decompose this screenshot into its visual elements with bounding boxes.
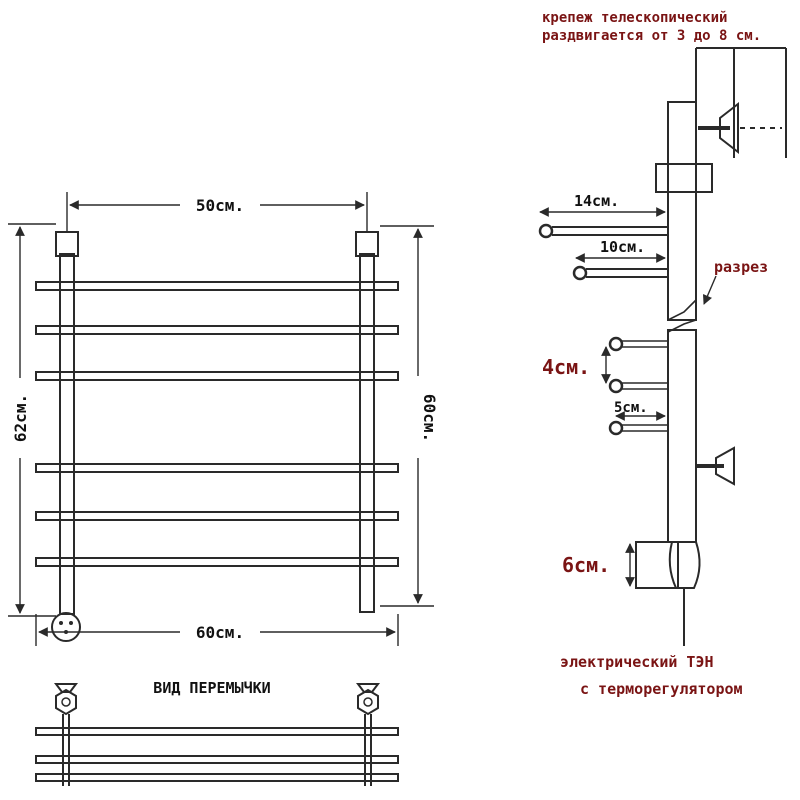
bottom-wall-mount-icon — [696, 446, 735, 486]
heater-label-line1: электрический ТЭН — [560, 653, 714, 671]
towel-arm-14 — [538, 223, 668, 239]
jumper-view: ВИД ПЕРЕМЫЧКИ — [35, 679, 399, 786]
wall-section — [695, 47, 787, 158]
jumper-view-title: ВИД ПЕРЕМЫЧКИ — [153, 679, 270, 697]
height-right-label: 60см. — [420, 394, 439, 442]
dim-6-label: 6см. — [562, 553, 610, 577]
dim-10-label: 10см. — [600, 238, 645, 256]
towel-arm-lower-2 — [608, 378, 668, 394]
front-view: 50см. 62см. 60см. 60см. — [8, 192, 439, 646]
crossbar — [35, 325, 399, 335]
towel-arm-10 — [572, 265, 668, 281]
mount-note-line1: крепеж телескопический — [542, 10, 727, 26]
bottom-connector-icon — [51, 612, 81, 642]
towel-arm-lower-3 — [608, 420, 668, 436]
dim-14-label: 14см. — [574, 192, 619, 210]
jumper-bar — [35, 773, 399, 782]
side-view: крепеж телескопический раздвигается от 3… — [538, 10, 787, 698]
towel-arm-lower-1 — [608, 336, 668, 352]
crossbar — [35, 281, 399, 291]
height-left-label: 62см. — [11, 394, 30, 442]
mount-note-line2: раздвигается от 3 до 8 см. — [542, 28, 761, 44]
dim-5-label: 5см. — [614, 400, 648, 416]
jumper-bar — [35, 727, 399, 736]
heater-label-line2: с терморегулятором — [580, 680, 743, 698]
crossbar — [35, 557, 399, 567]
vertical-pipe-upper — [655, 101, 713, 321]
cut-label: разрез — [714, 258, 768, 276]
dim-4-label: 4см. — [542, 355, 590, 379]
width-label: 50см. — [196, 196, 244, 215]
crossbar — [35, 371, 399, 381]
crossbar — [35, 511, 399, 521]
bottom-width-label: 60см. — [196, 623, 244, 642]
vertical-pipe-lower — [667, 319, 697, 543]
top-wall-mount-icon — [698, 101, 782, 155]
heater-element-icon — [635, 541, 701, 646]
crossbars — [35, 281, 399, 567]
jumper-bar — [35, 755, 399, 764]
crossbar — [35, 463, 399, 473]
